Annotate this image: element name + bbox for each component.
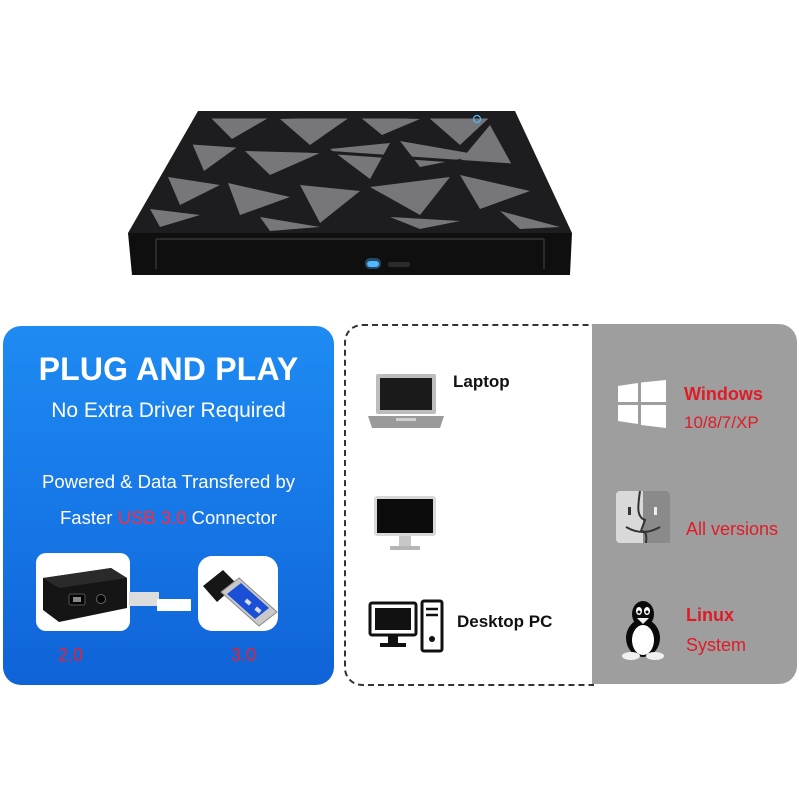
- linux-versions-label: System: [686, 635, 747, 655]
- linux-tux-icon: [622, 601, 664, 660]
- no-driver-subtitle: No Extra Driver Required: [51, 399, 286, 422]
- compatible-devices-panel: Laptop Desktop PC: [344, 324, 594, 686]
- plug-and-play-title: PLUG AND PLAY: [38, 351, 299, 387]
- laptop-icon: [368, 374, 444, 428]
- monitor-icon: [374, 496, 436, 550]
- external-dvd-drive-image: [128, 111, 572, 275]
- mac-versions-label: All versions: [686, 519, 779, 539]
- usb-b-port-icon: [43, 568, 127, 622]
- linux-label: Linux: [686, 605, 734, 625]
- laptop-label: Laptop: [453, 372, 510, 391]
- usb-connector-text: Faster USB 3.0 Connector: [3, 507, 334, 529]
- windows-versions-label: 10/8/7/XP: [684, 413, 759, 432]
- cable-icon: [129, 592, 191, 611]
- usb-connector-suffix: Connector: [186, 507, 277, 528]
- windows-label: Windows: [684, 384, 763, 404]
- operating-systems-panel: Windows 10/8/7/XP All versions Linux Sys…: [592, 324, 797, 684]
- usb-2-label: 2.0: [58, 645, 84, 665]
- desktop-pc-label: Desktop PC: [457, 612, 553, 631]
- windows-logo-icon: [618, 380, 666, 428]
- usb-connector-prefix: Faster: [60, 507, 118, 528]
- usb-version-highlight: USB 3.0: [117, 507, 187, 528]
- desktop-pc-icon: [368, 599, 444, 653]
- powered-data-text: Powered & Data Transfered by: [42, 471, 295, 492]
- mac-finder-icon: [616, 491, 670, 543]
- usb-3-label: 3.0: [231, 645, 257, 665]
- usb-a-plug-icon: [203, 570, 278, 627]
- plug-and-play-panel: PLUG AND PLAY No Extra Driver Required P…: [3, 326, 334, 685]
